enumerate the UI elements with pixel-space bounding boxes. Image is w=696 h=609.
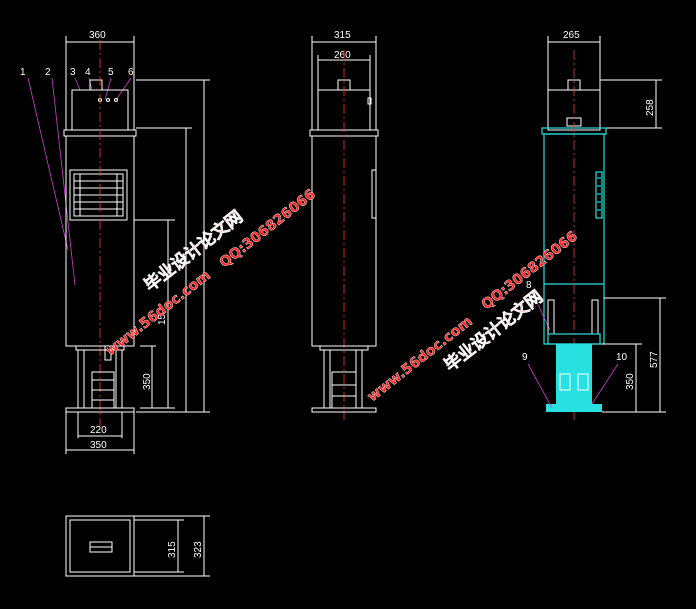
- leader-2: [51, 77, 76, 286]
- right-lower-height-label: 577: [649, 351, 660, 368]
- right-leg-height-label: 350: [625, 373, 636, 390]
- front-base-inner-label: 220: [90, 425, 107, 436]
- part-label-10: 10: [616, 352, 628, 363]
- bottom-view: 315 323: [65, 515, 210, 577]
- bottom-depth-label: 315: [167, 541, 178, 558]
- part-label-4: 4: [85, 67, 91, 78]
- front-width-label: 360: [89, 30, 106, 41]
- right-width-label: 265: [563, 30, 580, 41]
- part-label-6: 6: [128, 67, 134, 78]
- side-view: 315 260: [309, 30, 379, 420]
- side-handle: [371, 169, 377, 219]
- part-label-9: 9: [522, 352, 528, 363]
- side-width-label: 315: [334, 30, 351, 41]
- right-handle: [595, 171, 603, 219]
- part-label-8: 8: [526, 280, 532, 291]
- right-view: 265 258 8 9 10 350: [522, 30, 666, 420]
- vent-grille: [69, 169, 128, 221]
- front-base-outer-label: 350: [90, 440, 107, 451]
- front-view: 360 1 2 3 4 5 6: [20, 30, 210, 454]
- front-base-plate: [65, 407, 135, 413]
- right-base-plate: [546, 404, 602, 412]
- front-mid-height-label: 15: [157, 313, 168, 325]
- part-label-5: 5: [108, 67, 114, 78]
- leader-1: [27, 77, 69, 251]
- side-head-width-label: 260: [334, 50, 351, 61]
- part-label-3: 3: [70, 67, 76, 78]
- right-head-height-label: 258: [645, 99, 656, 116]
- part-label-1: 1: [20, 67, 26, 78]
- bottom-outer-rect: [65, 515, 135, 577]
- front-leg-height-label: 350: [142, 373, 153, 390]
- bottom-depth-outer-label: 323: [193, 541, 204, 558]
- right-leg-block: [556, 344, 592, 410]
- part-label-2: 2: [45, 67, 51, 78]
- side-base-plate: [311, 407, 377, 413]
